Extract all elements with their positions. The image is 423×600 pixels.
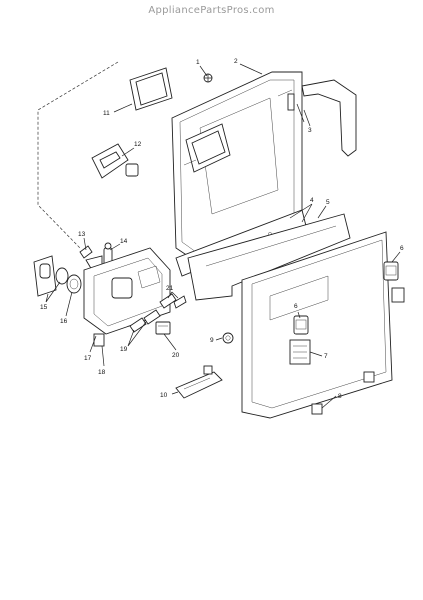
- leader-lines: [45, 63, 401, 409]
- part-16-seal-rings[interactable]: [55, 267, 82, 294]
- part-8-clips[interactable]: [311, 371, 375, 415]
- part-20-latch[interactable]: [155, 321, 171, 335]
- part-6-switch-upper[interactable]: [383, 261, 405, 303]
- part-18-clip[interactable]: [93, 333, 105, 347]
- callout-15: 15: [40, 304, 48, 311]
- part-5-outer-door-panel[interactable]: [187, 213, 351, 301]
- part-17-dispenser-housing[interactable]: [83, 247, 171, 335]
- callout-2: 2: [234, 58, 238, 65]
- callout-13: 13: [78, 231, 86, 238]
- part-19-springs[interactable]: [129, 309, 161, 333]
- part-8-front-panel[interactable]: [241, 231, 393, 419]
- part-12-control-module[interactable]: [91, 143, 139, 179]
- callout-5: 5: [326, 199, 330, 206]
- part-9-knob[interactable]: [222, 332, 234, 344]
- callout-21: 21: [166, 285, 174, 292]
- part-21-spring-pair[interactable]: [159, 293, 187, 309]
- callout-14: 14: [120, 238, 128, 245]
- callout-18: 18: [98, 369, 106, 376]
- part-10-tray-bracket[interactable]: [175, 365, 223, 399]
- part-3-hinge-arm[interactable]: [287, 79, 357, 157]
- part-6-switch-lower[interactable]: [293, 315, 309, 335]
- callout-9: 9: [210, 337, 214, 344]
- callout-16: 16: [60, 318, 68, 325]
- watermark: AppliancePartsPros.com: [148, 5, 275, 16]
- part-11-gasket[interactable]: [129, 67, 173, 111]
- callout-7: 7: [324, 353, 328, 360]
- part-2-inner-door-panel[interactable]: [171, 71, 303, 261]
- callout-8: 8: [338, 393, 342, 400]
- callout-11: 11: [103, 110, 110, 117]
- callout-1: 1: [196, 59, 200, 66]
- part-15-cap[interactable]: [33, 255, 57, 297]
- callout-labels: 1 2 3 4 5 6 6 7 8 9 10 11 12 13 14 15 16…: [40, 58, 404, 400]
- callout-6a: 6: [400, 245, 404, 252]
- callout-20: 20: [172, 352, 180, 359]
- callout-19: 19: [120, 346, 128, 353]
- callout-12: 12: [134, 141, 142, 148]
- callout-6b: 6: [294, 303, 298, 310]
- dashed-assembly-guide: [37, 61, 119, 249]
- callout-10: 10: [160, 392, 168, 399]
- part-1-screw[interactable]: [203, 73, 213, 83]
- part-7-connector-block[interactable]: [289, 339, 311, 365]
- callout-4: 4: [310, 197, 314, 204]
- callout-3: 3: [308, 127, 312, 134]
- callout-17: 17: [84, 355, 92, 362]
